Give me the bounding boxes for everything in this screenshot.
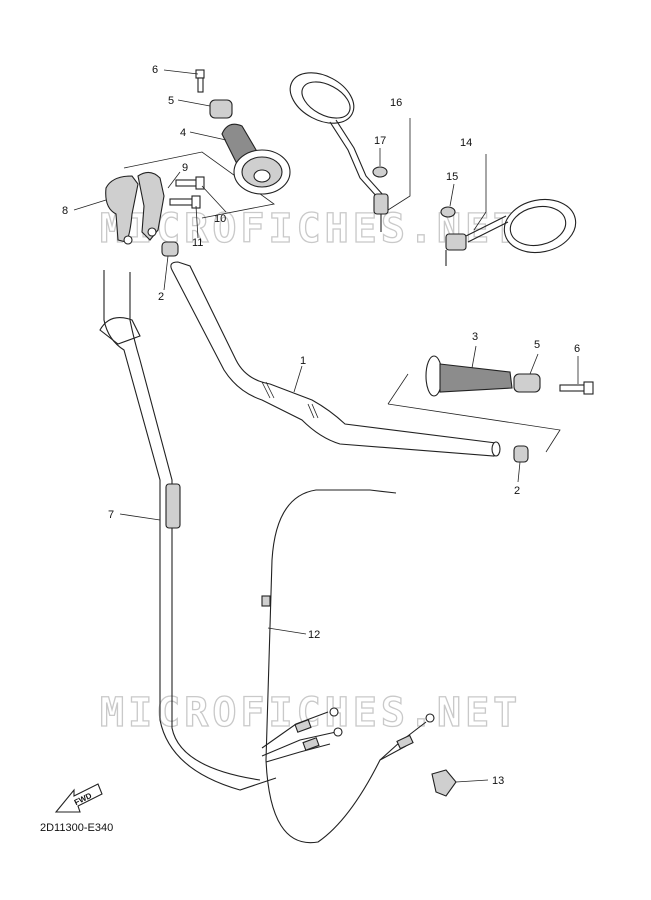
- callout-14: 14: [460, 137, 472, 149]
- clutch-cable[interactable]: [261, 489, 407, 844]
- callout-2-left: 2: [158, 291, 164, 303]
- callout-8: 8: [62, 205, 68, 217]
- callout-11: 11: [192, 237, 203, 249]
- callout-15: 15: [446, 171, 458, 183]
- callout-6-right: 6: [574, 343, 580, 355]
- cap-15[interactable]: [440, 206, 456, 218]
- callout-10: 10: [214, 213, 226, 225]
- callout-3: 3: [472, 331, 478, 343]
- callout-6-top: 6: [152, 64, 158, 76]
- mirror-right[interactable]: [445, 193, 581, 266]
- bracket-14: [473, 154, 487, 231]
- group-bracket-left-grip: [387, 373, 561, 453]
- callout-5-top: 5: [168, 95, 174, 107]
- cable-ends-bottom[interactable]: [261, 707, 435, 763]
- cap-17[interactable]: [372, 166, 388, 178]
- screw-9[interactable]: [175, 176, 205, 190]
- callout-1: 1: [300, 355, 306, 367]
- handlebar[interactable]: [170, 261, 501, 457]
- screw-6-right[interactable]: [559, 381, 594, 395]
- bracket-16: [387, 118, 411, 211]
- grip-end-top[interactable]: [209, 99, 233, 119]
- throttle-cables[interactable]: [99, 270, 277, 791]
- collar-left[interactable]: [161, 241, 179, 257]
- mirror-left[interactable]: [282, 63, 389, 232]
- callout-4: 4: [180, 127, 186, 139]
- clamp-13[interactable]: [431, 769, 457, 797]
- callout-7: 7: [108, 509, 114, 521]
- callout-17: 17: [374, 135, 386, 147]
- callout-12: 12: [308, 629, 320, 641]
- diagram-code: 2D11300-E340: [40, 822, 114, 834]
- left-grip[interactable]: [425, 355, 513, 397]
- callout-9: 9: [182, 162, 188, 174]
- throttle-grip[interactable]: [221, 123, 291, 195]
- callout-2-right: 2: [514, 485, 520, 497]
- grip-end-right[interactable]: [513, 373, 541, 393]
- switch-housing[interactable]: [105, 171, 165, 245]
- callout-16: 16: [390, 97, 402, 109]
- screw-6-top[interactable]: [195, 69, 205, 93]
- collar-right[interactable]: [513, 445, 529, 463]
- callout-13: 13: [492, 775, 504, 787]
- callout-5-right: 5: [534, 339, 540, 351]
- fwd-label: FWD: [73, 791, 94, 807]
- fwd-arrow-icon: FWD: [54, 783, 103, 813]
- watermark-bottom: MICROFICHES.NET: [100, 690, 521, 736]
